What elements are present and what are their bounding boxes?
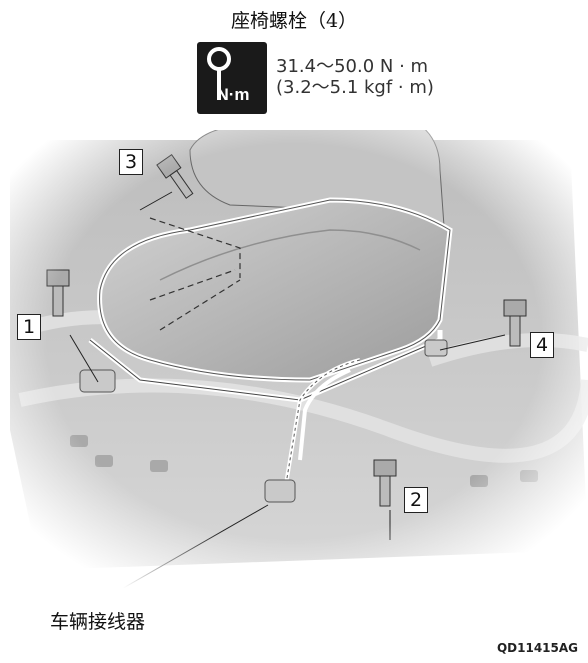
callout-1: 1: [17, 314, 41, 340]
callout-3: 3: [119, 149, 143, 175]
torque-icon-label: N·m: [216, 85, 249, 104]
callout-4: 4: [530, 332, 554, 358]
diagram-title: 座椅螺栓（4）: [230, 10, 358, 32]
callout-2: 2: [404, 487, 428, 513]
torque-spec-kgf: (3.2～5.1 kgf · m): [276, 77, 434, 98]
figure-code: QD11415AG: [496, 641, 578, 655]
seat-illustration: [0, 130, 588, 600]
torque-spec: 31.4～50.0 N · m (3.2～5.1 kgf · m): [276, 56, 434, 98]
torque-wrench-icon: N·m: [197, 42, 267, 114]
vehicle-connector-label: 车辆接线器: [50, 611, 146, 633]
torque-spec-nm: 31.4～50.0 N · m: [276, 56, 429, 77]
